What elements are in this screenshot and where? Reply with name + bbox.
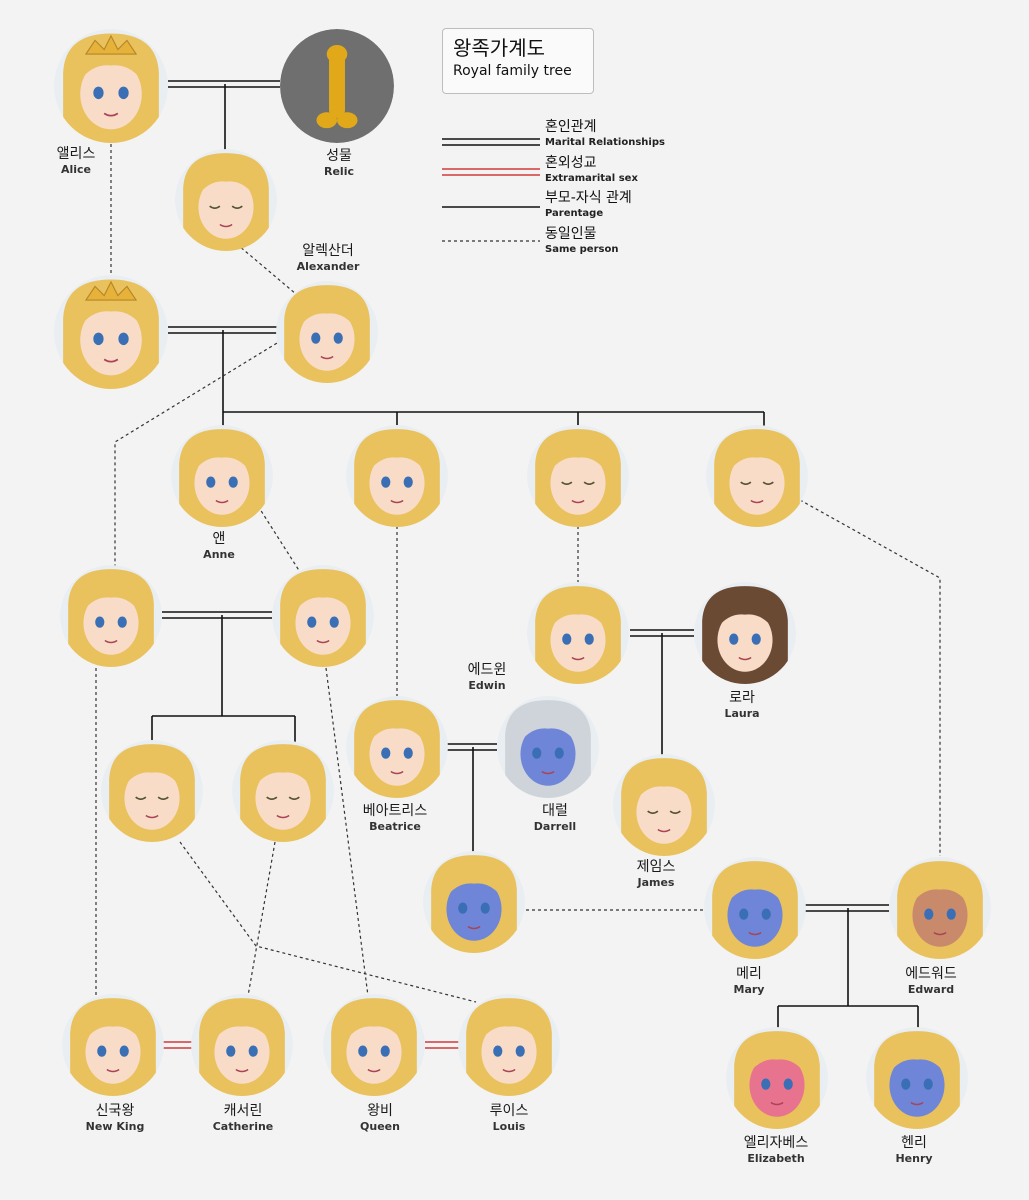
same-person-anne bbox=[257, 505, 301, 573]
parent-line-gen2 bbox=[222, 330, 765, 428]
portrait-darrell bbox=[497, 696, 599, 798]
portrait-alice bbox=[54, 29, 168, 143]
portrait-relic bbox=[280, 29, 394, 143]
legend-extramarital-korean: 혼외성교 bbox=[545, 155, 597, 171]
title-english: Royal family tree bbox=[453, 63, 572, 79]
legend-swatch-extramarital bbox=[442, 168, 540, 176]
portrait-james-infant bbox=[527, 425, 629, 527]
marriage-line-beatrice-darrell bbox=[447, 743, 497, 751]
portrait-edward bbox=[889, 857, 991, 959]
legend-marital-english: Marital Relationships bbox=[545, 137, 665, 148]
legend-extramarital-english: Extramarital sex bbox=[545, 173, 638, 184]
affair-line-queen-louis bbox=[425, 1041, 459, 1049]
same-person-alexander bbox=[231, 239, 297, 295]
portrait-anne-child bbox=[171, 425, 273, 527]
portrait-child-left bbox=[101, 740, 203, 842]
parent-line-mary-edward-children bbox=[777, 908, 919, 1028]
portrait-queen bbox=[323, 994, 425, 1096]
same-person-queen bbox=[325, 667, 369, 997]
same-person-edward bbox=[799, 499, 941, 856]
portrait-mary bbox=[704, 857, 806, 959]
portrait-catherine bbox=[191, 994, 293, 1096]
same-person-louis bbox=[179, 841, 477, 1003]
affair-line-new-king-catherine bbox=[163, 1041, 193, 1049]
title-box: 왕족가계도 Royal family tree bbox=[442, 28, 594, 94]
portrait-elizabeth bbox=[726, 1027, 828, 1129]
portrait-alexander bbox=[276, 281, 378, 383]
legend-same-person-english: Same person bbox=[545, 244, 619, 255]
portrait-james bbox=[613, 754, 715, 856]
legend-parentage-korean: 부모-자식 관계 bbox=[545, 190, 632, 206]
legend-marital-korean: 혼인관계 bbox=[545, 119, 597, 135]
parent-line-gen4 bbox=[151, 615, 296, 742]
same-person-catherine bbox=[247, 841, 276, 997]
legend-same-person-korean: 동일인물 bbox=[545, 226, 597, 242]
portrait-child-right bbox=[232, 740, 334, 842]
title-korean: 왕족가계도 bbox=[453, 36, 545, 60]
legend-parentage: 부모-자식 관계 Parentage bbox=[545, 190, 632, 220]
marriage-line-mary-edward bbox=[805, 904, 889, 912]
legend-swatches bbox=[442, 138, 540, 242]
legend-swatch-marital bbox=[442, 138, 540, 146]
portrait-james-young bbox=[527, 582, 629, 684]
marriage-line-alice-relic bbox=[168, 80, 280, 88]
portrait-beatrice bbox=[346, 696, 448, 798]
marriage-line-third-gen bbox=[162, 611, 272, 619]
legend-same-person: 동일인물 Same person bbox=[545, 226, 618, 256]
portrait-henry bbox=[866, 1027, 968, 1129]
portrait-anne bbox=[272, 565, 374, 667]
legend-extramarital: 혼외성교 Extramarital sex bbox=[545, 155, 638, 185]
portrait-young-alice-adult bbox=[60, 565, 162, 667]
portrait-edward-infant bbox=[706, 425, 808, 527]
portrait-alice-older bbox=[54, 275, 168, 389]
portrait-mary-child bbox=[423, 851, 525, 953]
portrait-beatrice-child bbox=[346, 425, 448, 527]
legend-marital: 혼인관계 Marital Relationships bbox=[545, 119, 665, 149]
portrait-louis bbox=[458, 994, 560, 1096]
portrait-alexander-infant bbox=[175, 149, 277, 251]
portrait-laura bbox=[694, 582, 796, 684]
portrait-new-king bbox=[62, 994, 164, 1096]
legend-parentage-english: Parentage bbox=[545, 208, 604, 219]
